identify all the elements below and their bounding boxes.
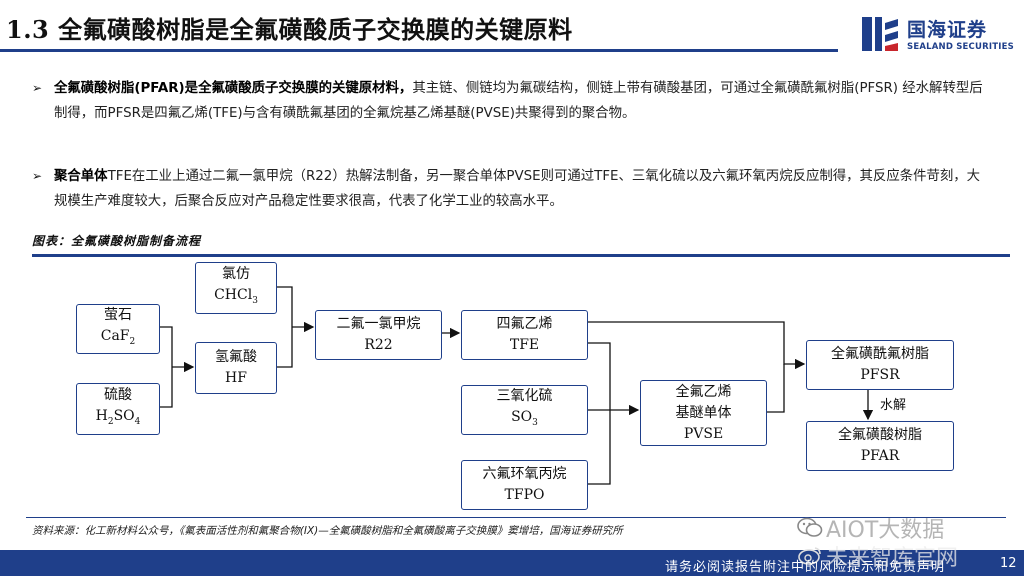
- node-hf: 氢氟酸 HF: [195, 342, 277, 394]
- wechat-icon: [797, 517, 823, 537]
- figure-caption: 图表：全氟磺酸树脂制备流程: [32, 234, 202, 248]
- watermark-future-think-tank: 未来智库官网: [826, 546, 959, 571]
- bullet-body: 其主链、侧链均为氟碳结构，侧链上带有磺酸基团，可通过全氟磺酰氟树脂(PFSR) …: [54, 81, 983, 121]
- node-formula: TFPO: [504, 487, 545, 503]
- node-formula: PFAR: [860, 448, 900, 464]
- node-formula: PFSR: [860, 367, 900, 383]
- node-formula: CHCl3: [214, 287, 258, 306]
- node-so3: 三氧化硫 SO3: [461, 385, 588, 435]
- logo-english-name: SEALAND SECURITIES: [907, 42, 1014, 52]
- node-tfe: 四氟乙烯 TFE: [461, 310, 588, 360]
- node-label: 氯仿: [222, 266, 250, 283]
- node-pvse: 全氟乙烯 基醚单体 PVSE: [640, 380, 767, 446]
- node-pfsr: 全氟磺酰氟树脂 PFSR: [806, 340, 954, 390]
- node-label: 三氧化硫: [496, 388, 553, 405]
- header: 1.3 全氟磺酸树脂是全氟磺酸质子交换膜的关键原料 国海证券 SEALAND S…: [0, 0, 1024, 56]
- node-pfar: 全氟磺酸树脂 PFAR: [806, 421, 954, 471]
- edge-label-hydrolysis: 水解: [880, 398, 907, 413]
- bullet-monomer-description: ➢ 聚合单体TFE在工业上通过二氟一氯甲烷（R22）热解法制备，另一聚合单体PV…: [32, 164, 987, 214]
- node-formula: H2SO4: [95, 408, 141, 427]
- page-number: 12: [1000, 556, 1017, 571]
- company-logo: 国海证券 SEALAND SECURITIES: [860, 15, 1020, 55]
- footer-bar: [0, 550, 1024, 576]
- node-label: 全氟磺酰氟树脂: [831, 346, 929, 362]
- node-caf2: 萤石 CaF2: [76, 304, 160, 354]
- node-label: 氢氟酸: [215, 349, 257, 365]
- bullet-text: 全氟磺酸树脂(PFAR)是全氟磺酸质子交换膜的关键原材料，其主链、侧链均为氟碳结…: [54, 76, 987, 126]
- node-label: 全氟磺酸树脂: [838, 427, 922, 443]
- figure-frame: [32, 254, 1010, 512]
- source-note: 资料来源：化工新材料公众号，《氟表面活性剂和氟聚合物(IX)—全氟磺酸树脂和全氟…: [32, 525, 623, 537]
- bullet-body: TFE在工业上通过二氟一氯甲烷（R22）热解法制备，另一聚合单体PVSE则可通过…: [54, 169, 981, 209]
- node-label: 硫酸: [104, 387, 132, 404]
- node-r22: 二氟一氯甲烷 R22: [315, 310, 442, 360]
- bullet-arrow-icon: ➢: [32, 169, 43, 183]
- node-label: 六氟环氧丙烷: [482, 466, 567, 482]
- disclaimer-text: 请务必阅读报告附注中的风险提示和免责声明: [665, 560, 946, 575]
- bullet-bold-lead: 聚合单体: [54, 169, 108, 184]
- node-formula: PVSE: [683, 425, 724, 442]
- footer-divider: [26, 517, 1006, 518]
- bullet-bold-lead: 全氟磺酸树脂(PFAR)是全氟磺酸质子交换膜的关键原材料，: [54, 81, 413, 96]
- page-title: 1.3 全氟磺酸树脂是全氟磺酸质子交换膜的关键原料: [6, 15, 573, 44]
- node-label: 二氟一氯甲烷: [336, 316, 421, 332]
- watermark-aiot: AIOT大数据: [826, 518, 945, 543]
- sealand-logo-icon: [862, 17, 898, 51]
- bullet-pfar-description: ➢ 全氟磺酸树脂(PFAR)是全氟磺酸质子交换膜的关键原材料，其主链、侧链均为氟…: [32, 76, 987, 126]
- weibo-icon: [798, 547, 821, 565]
- node-h2so4: 硫酸 H2SO4: [76, 383, 160, 435]
- title-divider: [0, 49, 838, 52]
- node-label-line2: 基醚单体: [675, 404, 732, 421]
- node-formula: HF: [225, 370, 247, 386]
- node-formula: SO3: [511, 409, 538, 428]
- node-tfpo: 六氟环氧丙烷 TFPO: [461, 460, 588, 510]
- node-chcl3: 氯仿 CHCl3: [195, 262, 277, 314]
- node-formula: R22: [364, 337, 393, 353]
- node-formula: TFE: [509, 337, 540, 353]
- bullet-arrow-icon: ➢: [32, 81, 43, 95]
- node-formula: CaF2: [100, 328, 136, 347]
- logo-chinese-name: 国海证券: [907, 19, 988, 41]
- node-label-line1: 全氟乙烯: [675, 383, 732, 400]
- node-label: 四氟乙烯: [496, 316, 553, 332]
- bullet-text: 聚合单体TFE在工业上通过二氟一氯甲烷（R22）热解法制备，另一聚合单体PVSE…: [54, 164, 987, 214]
- node-label: 萤石: [104, 307, 132, 324]
